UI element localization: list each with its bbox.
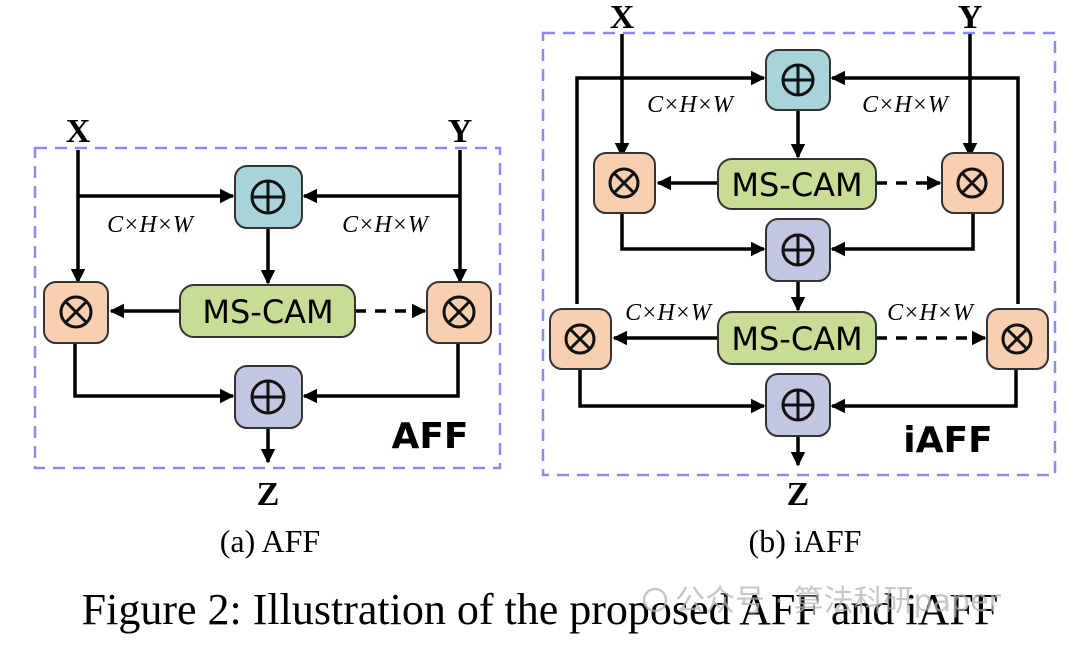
iaff-input-x: X (610, 0, 635, 36)
iaff-wire-mul-right-to-add-mid (830, 213, 975, 257)
iaff-add-middle (765, 218, 831, 282)
iaff-wire-mul-left-to-add-bottom (578, 369, 766, 414)
iaff-mscam-bottom-box (717, 311, 877, 365)
circled-times-icon (564, 323, 596, 355)
aff-add-bottom (234, 365, 303, 429)
iaff-add-bottom (765, 373, 831, 437)
aff-mscam: MS-CAM (179, 284, 356, 338)
iaff-dim-mid-right: C×H×W (887, 300, 975, 326)
circled-times-icon (1001, 323, 1033, 355)
circled-plus-icon (250, 379, 286, 415)
aff-subcaption: (a) AFF (220, 523, 320, 559)
circled-plus-icon (781, 233, 815, 267)
iaff-tag: iAFF (903, 420, 992, 461)
iaff-subcaption: (b) iAFF (749, 523, 862, 559)
aff-output-z: Z (257, 476, 280, 513)
iaff-dim-top-left: C×H×W (647, 92, 735, 118)
aff-frame (33, 146, 502, 470)
figure-caption: Figure 2: Illustration of the proposed A… (82, 585, 999, 634)
watermark: 公众号 · 算法科研paper (642, 584, 1002, 619)
aff-diagram: X Y Z C×H×W C×H×W (33, 113, 502, 559)
aff-input-y: Y (448, 113, 473, 150)
iaff-wire-y-to-add-top (830, 70, 1020, 304)
iaff-wire-mul-left-to-add-mid (620, 213, 766, 257)
iaff-mscam-bottom: MS-CAM (717, 311, 877, 365)
iaff-output-z: Z (787, 476, 810, 513)
iaff-dim-top-right: C×H×W (862, 92, 950, 118)
circled-times-icon (956, 167, 988, 199)
aff-input-x: X (66, 113, 91, 150)
circled-times-icon (59, 295, 93, 329)
iaff-wire-x-to-add-top (575, 70, 766, 304)
iaff-mul-bottom-right (986, 308, 1049, 370)
iaff-mul-top-left (593, 152, 656, 214)
iaff-frame (541, 31, 1057, 477)
aff-add-top (234, 165, 303, 229)
wechat-icon (642, 587, 668, 613)
circled-plus-icon (250, 179, 286, 215)
aff-wire-mul-right-to-add (302, 343, 460, 404)
iaff-mscam-top: MS-CAM (717, 158, 877, 210)
aff-wires (70, 150, 468, 464)
iaff-dim-mid-left: C×H×W (625, 300, 713, 326)
aff-mscam-label: MS-CAM (202, 293, 333, 331)
circled-times-icon (608, 167, 640, 199)
aff-mul-left (43, 281, 109, 344)
aff-dim-left: C×H×W (107, 212, 195, 238)
aff-mul-right (426, 281, 492, 344)
iaff-mscam-top-label: MS-CAM (731, 166, 862, 204)
circled-times-icon (442, 295, 476, 329)
aff-wire-mul-left-to-add (73, 343, 235, 404)
iaff-mul-top-right (941, 152, 1004, 214)
aff-dim-right: C×H×W (342, 212, 430, 238)
iaff-wire-mul-right-to-add-bottom (830, 369, 1018, 414)
iaff-add-top (765, 49, 831, 111)
aff-tag: AFF (391, 416, 468, 457)
iaff-mscam-bottom-label: MS-CAM (731, 320, 862, 358)
iaff-diagram: X Y Z C×H×W C×H×W C×H×W C×H×W (541, 0, 1057, 559)
watermark-text: 公众号 · 算法科研paper (675, 584, 1002, 619)
iaff-wires (575, 34, 1020, 467)
iaff-mul-bottom-left (549, 308, 612, 370)
circled-plus-icon (781, 63, 815, 97)
aff-mscam-box (179, 284, 356, 338)
circled-plus-icon (781, 388, 815, 422)
iaff-input-y: Y (958, 0, 983, 36)
iaff-mscam-top-box (717, 158, 877, 210)
